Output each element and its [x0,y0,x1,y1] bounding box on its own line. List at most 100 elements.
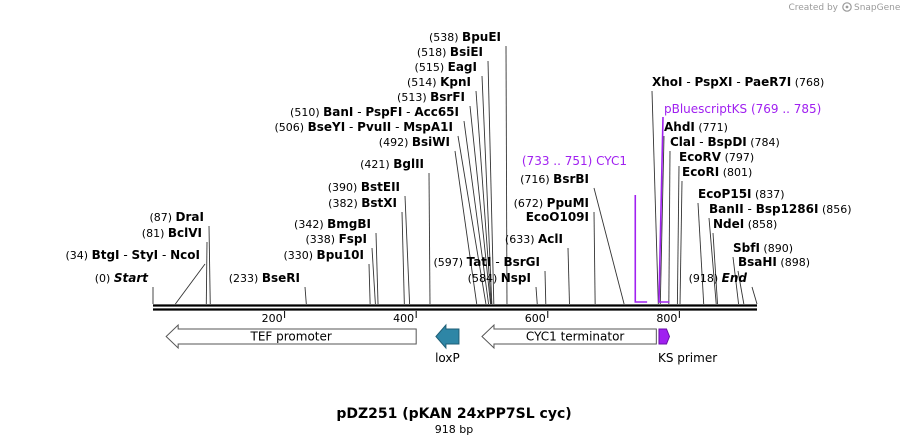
site-name: PspXI [694,75,732,89]
site-label[interactable]: EcoO109I [526,210,589,224]
site-labels: (0) Start (34) BtgI - StyI - NcoI (81) Bcl… [65,30,851,285]
site-name: MspA1I [403,120,453,134]
site-connector [751,286,758,305]
site-name: DraI [176,210,204,224]
site-name: NdeI [713,217,744,231]
site-label[interactable]: (390) BstEII [328,180,400,194]
site-name: PaeR7I [745,75,792,89]
site-name: BsrBI [553,172,589,186]
site-separator: - [492,255,504,269]
site-position: (492) [379,136,409,149]
site-connector [567,247,570,305]
site-name: PpuMI [547,196,589,210]
site-label[interactable]: (0) Start [95,271,149,285]
primer-ks-label[interactable]: pBluescriptKS (769 .. 785) [664,102,821,116]
site-position: (506) [275,121,305,134]
site-position: (510) [290,106,320,119]
site-label[interactable]: (716) BsrBI [520,172,589,186]
site-name: BclVI [168,226,202,240]
site-label[interactable]: (506) BseYI - PvuII - MspA1I [275,120,454,134]
site-name: BglII [393,157,424,171]
site-label[interactable]: (338) FspI [306,232,368,246]
site-label[interactable]: NdeI (858) [713,217,777,231]
site-label[interactable]: (515) EagI [415,60,477,74]
credit-brand: SnapGene [854,3,901,13]
site-position: (382) [328,197,358,210]
site-name: EcoP15I [698,187,752,201]
site-position: (514) [407,76,437,89]
site-connector [651,90,659,305]
site-label[interactable]: (421) BglII [360,157,424,171]
site-label[interactable]: (81) BclVI [142,226,202,240]
primer-cyc1-name: CYC1 [596,154,627,168]
site-label[interactable]: (518) BsiEI [417,45,483,59]
site-connector [505,45,508,305]
ruler-tick-label: 600 [525,312,546,325]
site-name: BpuEI [462,30,501,44]
site-connector [371,247,376,305]
primer-cyc1-label[interactable]: (733 .. 751) CYC1 [522,154,627,168]
site-name: BsrGI [503,255,540,269]
site-label[interactable]: (633) AclI [505,232,563,246]
site-label[interactable]: BsaHI (898) [738,255,810,269]
site-label[interactable]: (918) End [689,271,748,285]
site-name: StyI [131,248,158,262]
site-label[interactable]: (510) BanI - PspFI - Acc65I [290,105,459,119]
ruler-tick-label: 400 [393,312,414,325]
site-name: PspFI [365,105,402,119]
feature-ks-primer-arrow[interactable] [658,328,671,345]
site-connector [593,211,596,305]
site-label[interactable]: EcoRI (801) [682,165,752,179]
site-label[interactable]: (342) BmgBI [294,217,371,231]
site-position: (918) [689,272,719,285]
site-position: (856) [822,203,852,216]
feature-loxp-label: loxP [435,351,460,365]
site-label[interactable]: (382) BstXI [328,196,397,210]
site-label[interactable]: SbfI (890) [733,241,793,255]
feature-ks-primer-label: KS primer [658,351,717,365]
site-label[interactable]: (492) BsiWI [379,135,450,149]
site-label[interactable]: EcoP15I (837) [698,187,785,201]
site-label[interactable]: (34) BtgI - StyI - NcoI [65,248,200,262]
site-label[interactable]: (584) NspI [468,271,531,285]
site-connector [463,120,490,305]
site-separator: - [158,248,170,262]
site-label[interactable]: (513) BsrFI [397,90,465,104]
site-name: BtgI [92,248,120,262]
site-position: (330) [283,249,313,262]
site-label[interactable]: AhdI (771) [664,120,728,134]
feature-loxp-arrow[interactable] [435,323,460,350]
site-name: EagI [448,60,477,74]
site-label[interactable]: (514) KpnI [407,75,471,89]
site-name: BseRI [262,271,300,285]
site-label[interactable]: (330) Bpu10I [283,248,364,262]
site-label[interactable]: ClaI - BspDI (784) [670,135,780,149]
site-name: Bsp1286I [756,202,819,216]
plasmid-name: pDZ251 (pKAN 24xPP7SL cyc) [336,406,571,422]
primer-ks-name: pBluescriptKS [664,102,747,116]
site-position: (87) [149,211,172,224]
site-label[interactable]: (672) PpuMI [514,196,589,210]
feature-tef-promoter-arrow[interactable] [165,323,417,350]
site-label[interactable]: EcoRV (797) [679,150,754,164]
site-name: FspI [339,232,367,246]
primer-ks-mark [658,116,670,303]
site-connector [659,135,665,305]
site-label[interactable]: (597) TatI - BsrGI [433,255,540,269]
site-position: (342) [294,218,324,231]
site-name: EcoO109I [526,210,589,224]
site-separator: - [120,248,132,262]
site-label[interactable]: XhoI - PspXI - PaeR7I (768) [652,75,824,89]
site-connector [481,75,493,305]
site-position: (518) [417,46,447,59]
site-position: (633) [505,233,535,246]
feature-cyc1-terminator-arrow[interactable] [481,323,657,350]
site-label[interactable]: (233) BseRI [229,271,300,285]
site-label[interactable]: (87) DraI [149,210,204,224]
site-label[interactable]: (538) BpuEI [429,30,501,44]
site-label[interactable]: BanII - Bsp1286I (856) [709,202,852,216]
site-name: BsaHI [738,255,777,269]
primer-ks-range: (769 .. 785) [751,102,821,116]
